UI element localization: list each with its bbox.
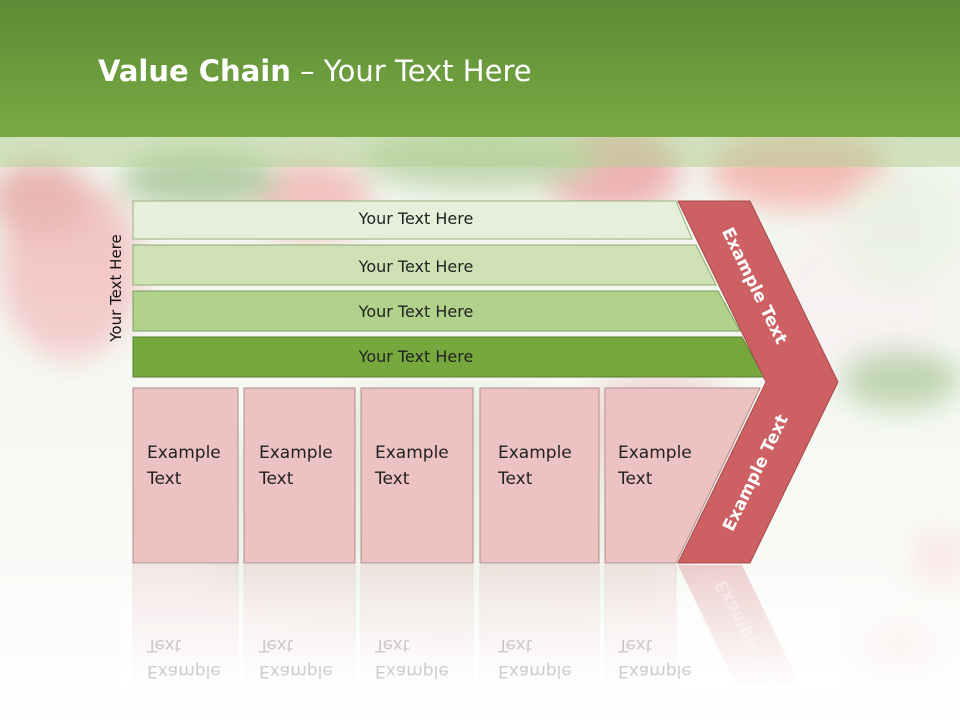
row-label-3: Your Text Here bbox=[358, 302, 474, 321]
row-label-2: Your Text Here bbox=[358, 257, 474, 276]
box-label-5: Example Text bbox=[618, 440, 692, 492]
box-3-line2: Text bbox=[375, 469, 410, 489]
box-2-line2: Text bbox=[259, 469, 294, 489]
title-bar-strip bbox=[0, 137, 960, 167]
title-bar bbox=[0, 0, 960, 137]
box-reflection-2-line2: Text bbox=[259, 635, 294, 655]
box-reflection-5-line2: Text bbox=[618, 635, 653, 655]
activity-box-1 bbox=[132, 387, 239, 564]
value-chevron bbox=[677, 200, 839, 564]
row-label-1: Your Text Here bbox=[358, 209, 474, 228]
row-shape-3 bbox=[132, 290, 741, 332]
box-1-line1: Example bbox=[147, 443, 221, 463]
box-label-3: Example Text bbox=[375, 440, 449, 492]
box-1-line2: Text bbox=[147, 469, 182, 489]
box-reflection-4-line2: Text bbox=[498, 635, 533, 655]
slide-title: Value Chain – Your Text Here bbox=[98, 54, 532, 88]
title-rest: – Your Text Here bbox=[290, 54, 532, 88]
box-label-4: Example Text bbox=[498, 440, 572, 492]
title-bold: Value Chain bbox=[98, 54, 291, 88]
box-4-line1: Example bbox=[498, 443, 572, 463]
box-3-line1: Example bbox=[375, 443, 449, 463]
box-reflection-5: Example Text bbox=[618, 632, 692, 684]
box-reflection-1: Example Text bbox=[147, 632, 221, 684]
box-reflection-4-line1: Example bbox=[498, 661, 572, 681]
row-shape-1 bbox=[132, 200, 693, 240]
box-4-line2: Text bbox=[498, 469, 533, 489]
activity-box-2 bbox=[243, 387, 356, 564]
box-5-line1: Example bbox=[618, 443, 692, 463]
box-reflection-3-line1: Example bbox=[375, 661, 449, 681]
row-shape-2 bbox=[132, 244, 717, 286]
box-reflection-3-line2: Text bbox=[375, 635, 410, 655]
box-reflection-2: Example Text bbox=[259, 632, 333, 684]
box-5-line2: Text bbox=[618, 469, 653, 489]
activity-box-5 bbox=[604, 387, 761, 564]
box-reflection-4: Example Text bbox=[498, 632, 572, 684]
box-2-line1: Example bbox=[259, 443, 333, 463]
box-reflection-1-line1: Example bbox=[147, 661, 221, 681]
box-label-1: Example Text bbox=[147, 440, 221, 492]
activity-box-4 bbox=[479, 387, 600, 564]
box-label-2: Example Text bbox=[259, 440, 333, 492]
box-reflection-3: Example Text bbox=[375, 632, 449, 684]
box-reflection-1-line2: Text bbox=[147, 635, 182, 655]
row-label-4: Your Text Here bbox=[358, 347, 474, 366]
activity-box-3 bbox=[360, 387, 474, 564]
box-reflection-2-line1: Example bbox=[259, 661, 333, 681]
box-reflection-5-line1: Example bbox=[618, 661, 692, 681]
